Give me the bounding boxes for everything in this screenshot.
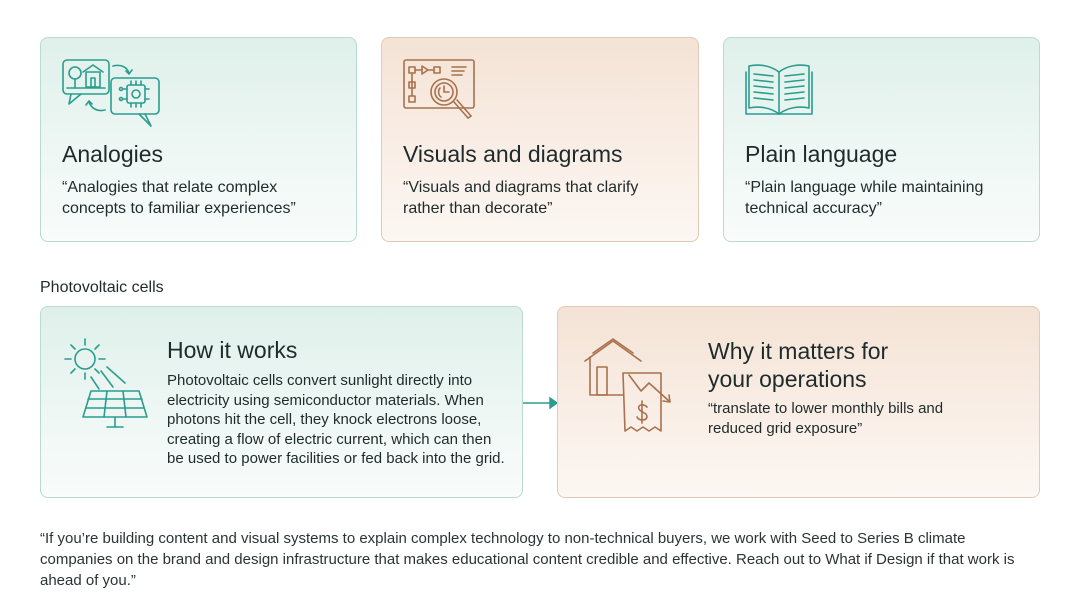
section-label: Photovoltaic cells <box>40 279 164 296</box>
card-plain-language: Plain language “Plain language while mai… <box>723 37 1040 242</box>
card-title: Visuals and diagrams <box>403 141 623 167</box>
how-title: How it works <box>167 337 298 363</box>
card-title: Plain language <box>745 141 898 167</box>
house-bill-icon <box>584 338 671 432</box>
card-analogies: Analogies “Analogies that relate complex… <box>40 37 357 242</box>
card-title: Analogies <box>62 141 164 167</box>
analogy-chat-icon <box>62 59 160 127</box>
card-quote: “Plain language while maintaining techni… <box>745 179 984 217</box>
diagram-magnifier-icon <box>403 59 475 119</box>
card-visuals-diagrams: Visuals and diagrams “Visuals and diagra… <box>381 37 699 242</box>
card-quote: “Analogies that relate complex concepts … <box>62 179 296 217</box>
how-body: Photovoltaic cells convert sunlight dire… <box>167 372 505 467</box>
card-quote: “Visuals and diagrams that clarify rathe… <box>403 179 639 217</box>
open-book-icon <box>745 64 813 115</box>
solar-panel-icon <box>64 338 148 428</box>
card-how-it-works: How it works Photovoltaic cells convert … <box>40 306 523 498</box>
why-quote: “translate to lower monthly bills and re… <box>708 400 944 437</box>
footer-text: “If you’re building content and visual s… <box>40 530 1015 589</box>
card-why-it-matters: Why it matters for your operations “tran… <box>557 306 1040 498</box>
arrow-right-icon <box>523 396 558 410</box>
why-title: Why it matters for your operations <box>708 338 889 392</box>
